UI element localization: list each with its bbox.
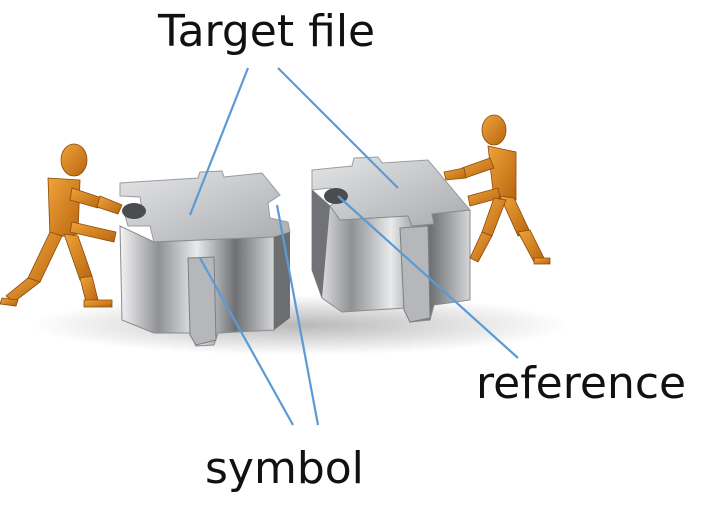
figure-left-foot2 [0, 297, 19, 307]
puzzle-left-top [119, 170, 291, 243]
figure-left-fore-arm [96, 195, 123, 215]
figure-right-foot [533, 257, 551, 265]
leader-symbol-to-knob [199, 257, 294, 426]
label-reference: reference [476, 358, 687, 409]
figure-right-head [481, 114, 507, 146]
figure-left-arm2 [69, 221, 117, 243]
figure-left-thigh-back [27, 231, 63, 283]
puzzle-left-knob [187, 256, 217, 346]
leader-target-to-right-piece [277, 67, 399, 189]
puzzle-right-side [312, 190, 330, 298]
puzzle-piece-left [119, 170, 291, 347]
figure-right-arm2 [467, 187, 501, 207]
leader-lines [188, 67, 519, 426]
wooden-figure-left [0, 143, 123, 308]
puzzle-right-front [311, 188, 471, 323]
figure-left-shin-front [79, 275, 99, 303]
figure-left-shin-back [5, 277, 41, 303]
figure-right-torso [487, 145, 517, 201]
figure-left-foot [83, 299, 113, 308]
leader-symbol-to-side [275, 204, 320, 426]
figure-right-upper-arm [461, 157, 495, 179]
figure-right-shin2 [469, 231, 493, 263]
wooden-figure-right [443, 114, 551, 265]
leader-target-to-left-piece [188, 67, 250, 216]
figure-right-thigh2 [481, 197, 507, 237]
puzzle-right-knob [399, 225, 431, 323]
label-target-file: Target file [158, 6, 376, 57]
puzzle-left-side [274, 232, 290, 330]
figure-left-thigh-front [63, 233, 93, 281]
label-symbol: symbol [205, 443, 364, 494]
figure-right-fore-arm [443, 167, 467, 181]
figure-left-upper-arm [69, 187, 103, 209]
figure-right-shin [517, 229, 545, 263]
figure-left-head [60, 143, 88, 177]
leader-reference-to-notch [337, 195, 519, 359]
puzzle-left-notch [122, 203, 146, 219]
